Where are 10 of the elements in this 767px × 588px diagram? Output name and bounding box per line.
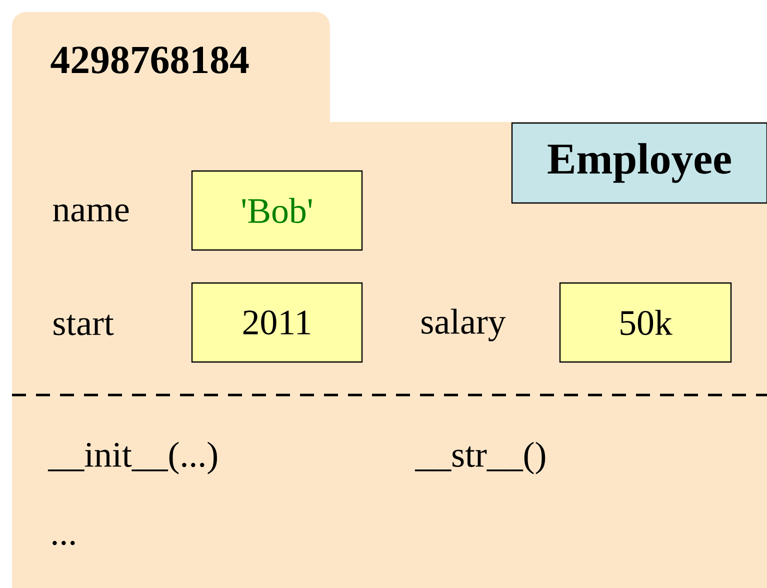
- value-box: 50k: [559, 282, 732, 363]
- value-box: 2011: [191, 282, 363, 363]
- method-name: __init__(...): [48, 442, 217, 474]
- ellipsis: ...: [52, 540, 75, 546]
- field-name: salary: [422, 308, 506, 342]
- field-name: name: [53, 204, 129, 222]
- method-name: __str__(): [414, 442, 546, 474]
- value-box: 'Bob': [191, 170, 363, 251]
- field-name: start: [54, 314, 114, 336]
- class-name-box: Employee: [511, 122, 767, 204]
